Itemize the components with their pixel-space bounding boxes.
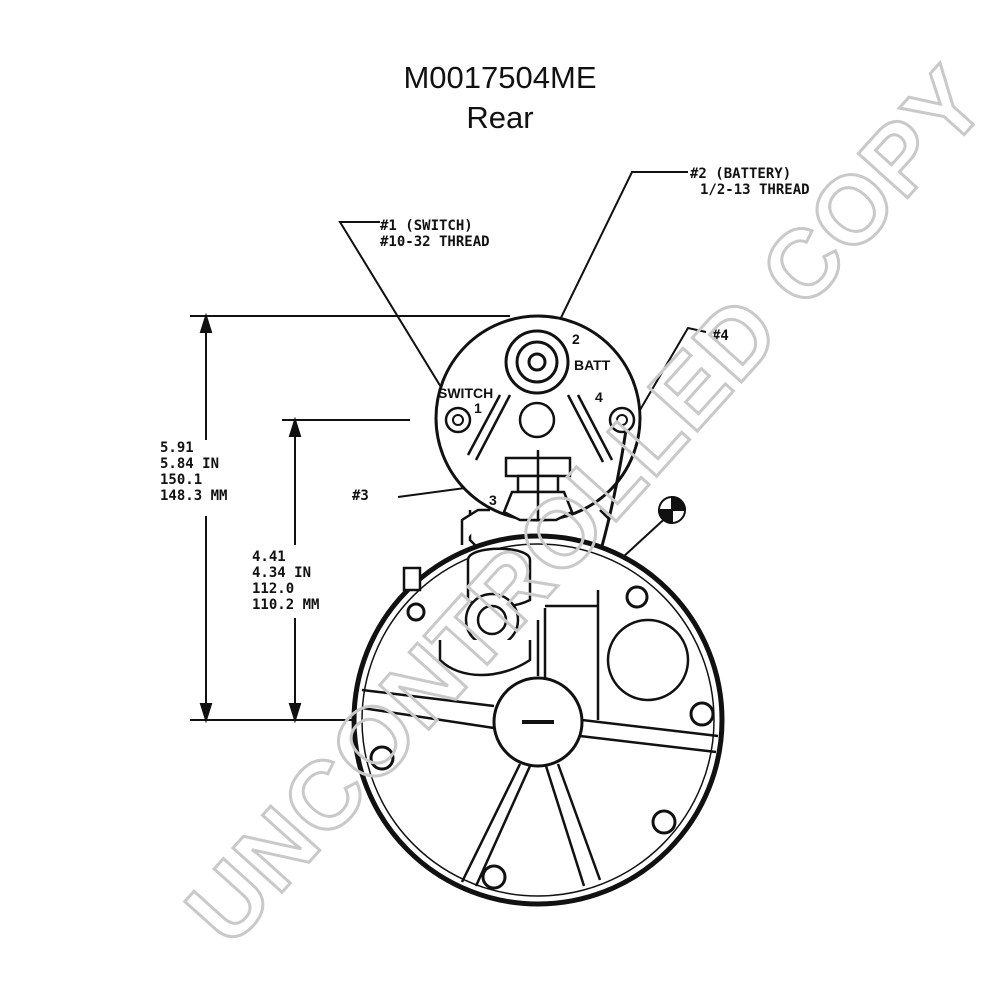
mount-height-dimension	[282, 416, 410, 724]
terminal-number-1: 1	[474, 400, 482, 416]
overall-height-dimension	[190, 312, 520, 724]
leader-lines	[338, 171, 707, 581]
title-block: M0017504ME Rear	[0, 58, 1000, 138]
overall-dim-line-4: 148.3 MM	[160, 488, 227, 504]
switch-callout-thread: #10-32 THREAD	[380, 234, 490, 250]
terminal-3-callout: #3	[352, 488, 369, 504]
switch-callout-name: #1 (SWITCH)	[380, 218, 473, 234]
battery-terminal	[504, 329, 570, 395]
terminal-number-3: 3	[489, 492, 497, 508]
bearing-hub	[492, 676, 584, 768]
mounting-holes	[369, 585, 715, 890]
overall-dim-line-1: 5.91	[160, 440, 194, 456]
mount-dim-line-3: 112.0	[252, 581, 294, 597]
center-boss	[518, 401, 556, 439]
terminal-number-4: 4	[595, 389, 603, 405]
batt-terminal-label: BATT	[574, 357, 611, 373]
brush-cover	[606, 618, 690, 702]
terminal-4-callout: #4	[712, 328, 729, 344]
view-label: Rear	[466, 100, 534, 135]
terminal-3-stud	[502, 450, 574, 522]
mount-dim-line-2: 4.34 IN	[252, 565, 311, 581]
terminal-number-2: 2	[572, 331, 580, 347]
end-frame-spokes	[361, 620, 719, 887]
overall-dim-line-3: 150.1	[160, 472, 202, 488]
overall-dim-line-2: 5.84 IN	[160, 456, 219, 472]
ground-symbol	[657, 495, 687, 525]
part-number: M0017504ME	[403, 60, 597, 95]
switch-terminal-label: SWITCH	[438, 385, 493, 401]
mount-dim-line-4: 110.2 MM	[252, 597, 319, 613]
battery-callout-name: #2 (BATTERY)	[690, 166, 791, 182]
mount-dim-line-1: 4.41	[252, 549, 286, 565]
pinion-housing	[438, 547, 532, 677]
battery-callout-thread: 1/2-13 THREAD	[700, 182, 810, 198]
terminal-4-stud	[608, 406, 636, 434]
switch-terminal	[444, 406, 472, 434]
